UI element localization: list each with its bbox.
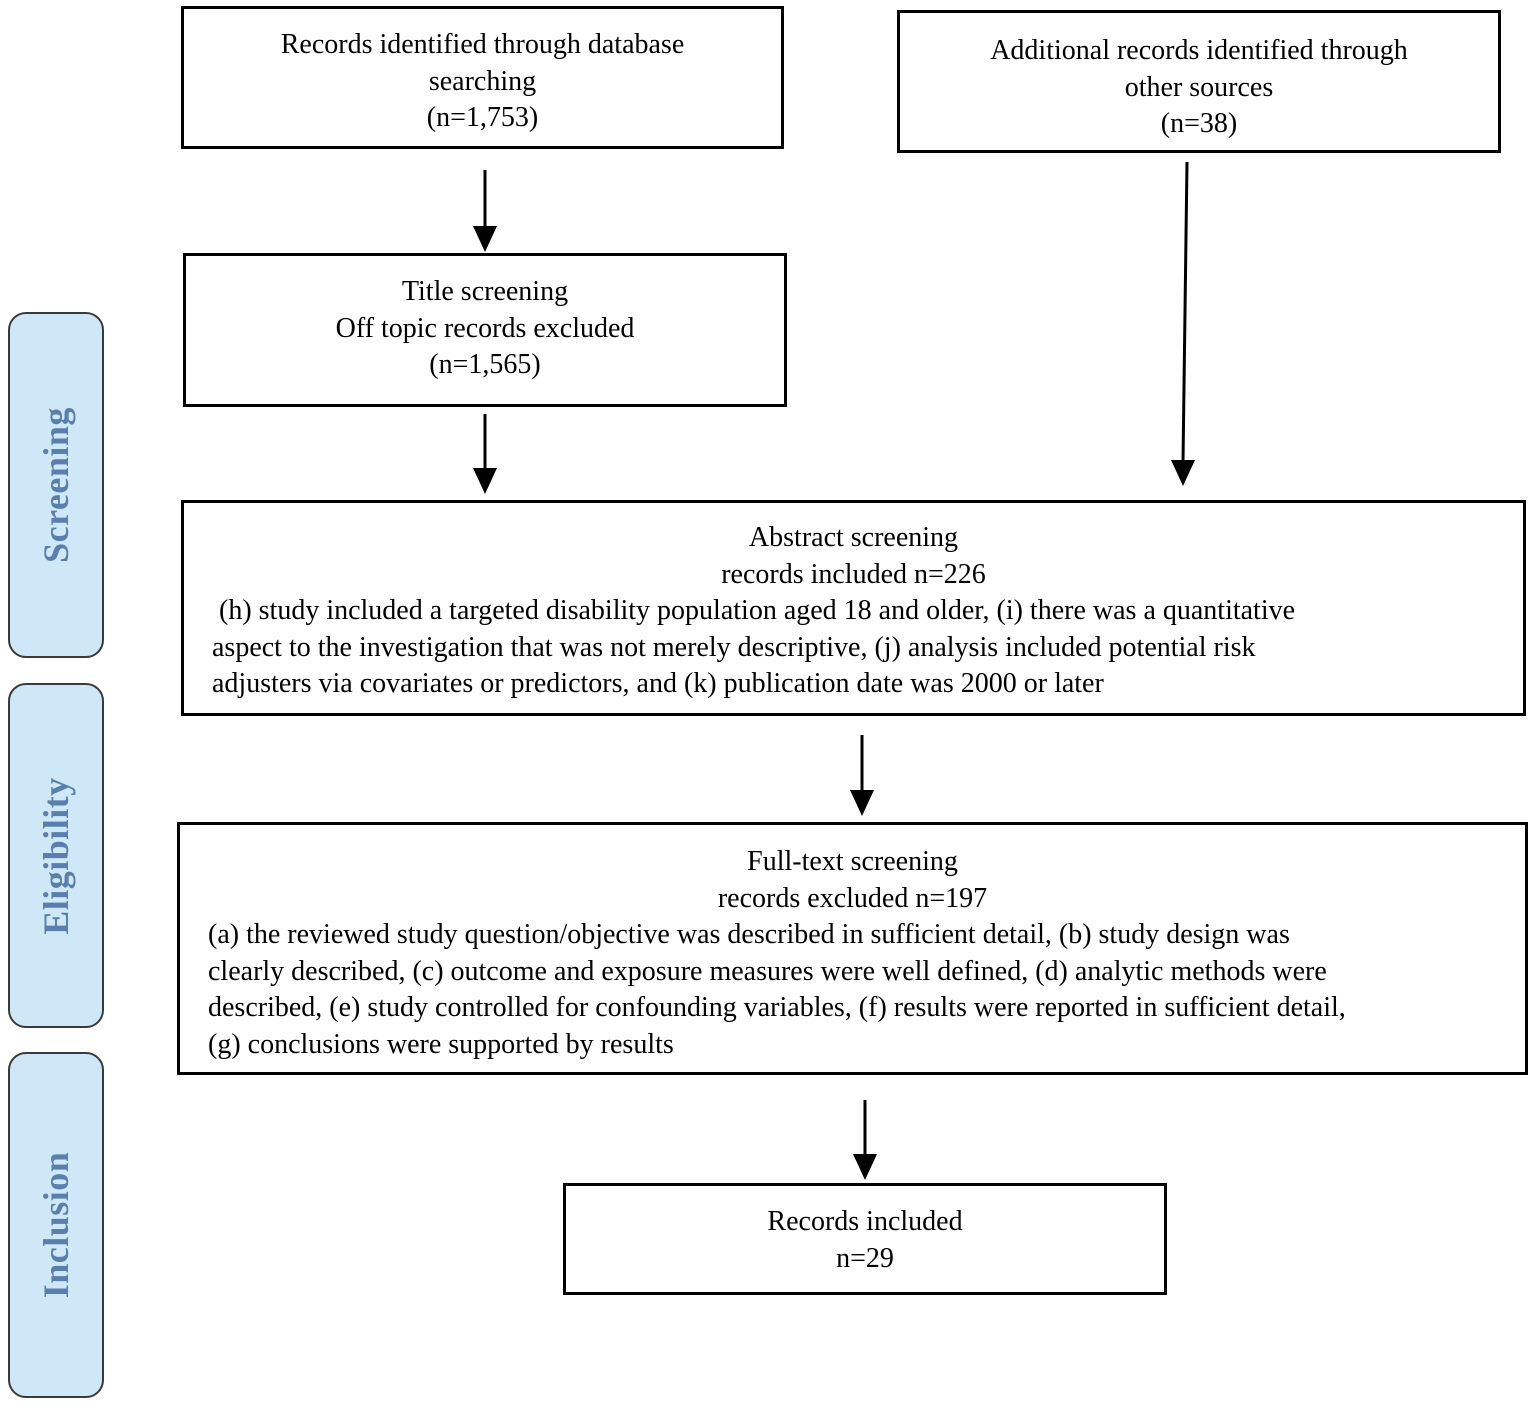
database-records-count: (n=1,753) [426, 102, 539, 133]
records-included-heading: Records included [767, 1206, 963, 1237]
fulltext-criteria-line-1: (a) the reviewed study question/objectiv… [208, 919, 1290, 950]
records-included-box: Records included n=29 [563, 1183, 1167, 1295]
abstract-criteria-line-2: aspect to the investigation that was not… [212, 631, 1256, 663]
fulltext-screening-box: Full-text screening records excluded n=1… [177, 822, 1528, 1075]
other-sources-count: (n=38) [1160, 108, 1238, 139]
abstract-screening-heading: Abstract screening [748, 522, 959, 553]
title-screening-heading: Title screening [401, 276, 569, 307]
title-screening-box: Title screening Off topic records exclud… [183, 253, 787, 407]
arrow-other-sources-to-abstract [1171, 161, 1195, 486]
stage-inclusion-label: Inclusion [36, 1151, 76, 1299]
stage-screening: Screening [8, 312, 104, 658]
abstract-criteria-line-1: (h) study included a targeted disability… [212, 595, 1296, 626]
arrow-title-to-abstract [473, 414, 497, 494]
fulltext-criteria-line-4: (g) conclusions were supported by result… [208, 1028, 674, 1060]
database-records-line-1: Records identified through database [280, 29, 685, 60]
fulltext-screening-criteria: (a) the reviewed study question/objectiv… [208, 917, 1525, 1063]
fulltext-screening-count: records excluded n=197 [717, 882, 988, 914]
database-records-line-2: searching [428, 65, 537, 97]
stage-screening-label: Screening [36, 407, 76, 563]
stage-eligibility: Eligibility [8, 683, 104, 1028]
arrow-database-to-title [473, 170, 497, 252]
title-screening-subheading: Off topic records excluded [335, 312, 635, 344]
fulltext-criteria-line-3: described, (e) study controlled for conf… [208, 992, 1346, 1023]
stage-inclusion: Inclusion [8, 1052, 104, 1398]
arrow-fulltext-to-included [853, 1100, 877, 1180]
abstract-screening-count: records included n=226 [721, 558, 986, 590]
records-included-count: n=29 [836, 1242, 894, 1274]
database-records-box: Records identified through database sear… [181, 6, 784, 149]
stage-eligibility-label: Eligibility [36, 776, 76, 935]
other-sources-line-2: other sources [1124, 71, 1274, 103]
abstract-criteria-line-3: adjusters via covariates or predictors, … [212, 668, 1104, 699]
fulltext-criteria-line-2: clearly described, (c) outcome and expos… [208, 955, 1327, 987]
abstract-screening-box: Abstract screening records included n=22… [181, 500, 1526, 716]
fulltext-screening-heading: Full-text screening [747, 846, 958, 877]
arrow-abstract-to-fulltext [850, 735, 874, 816]
abstract-screening-criteria: (h) study included a targeted disability… [212, 593, 1523, 703]
title-screening-count: (n=1,565) [429, 349, 541, 380]
other-sources-box: Additional records identified through ot… [897, 10, 1501, 153]
other-sources-line-1: Additional records identified through [990, 35, 1408, 66]
